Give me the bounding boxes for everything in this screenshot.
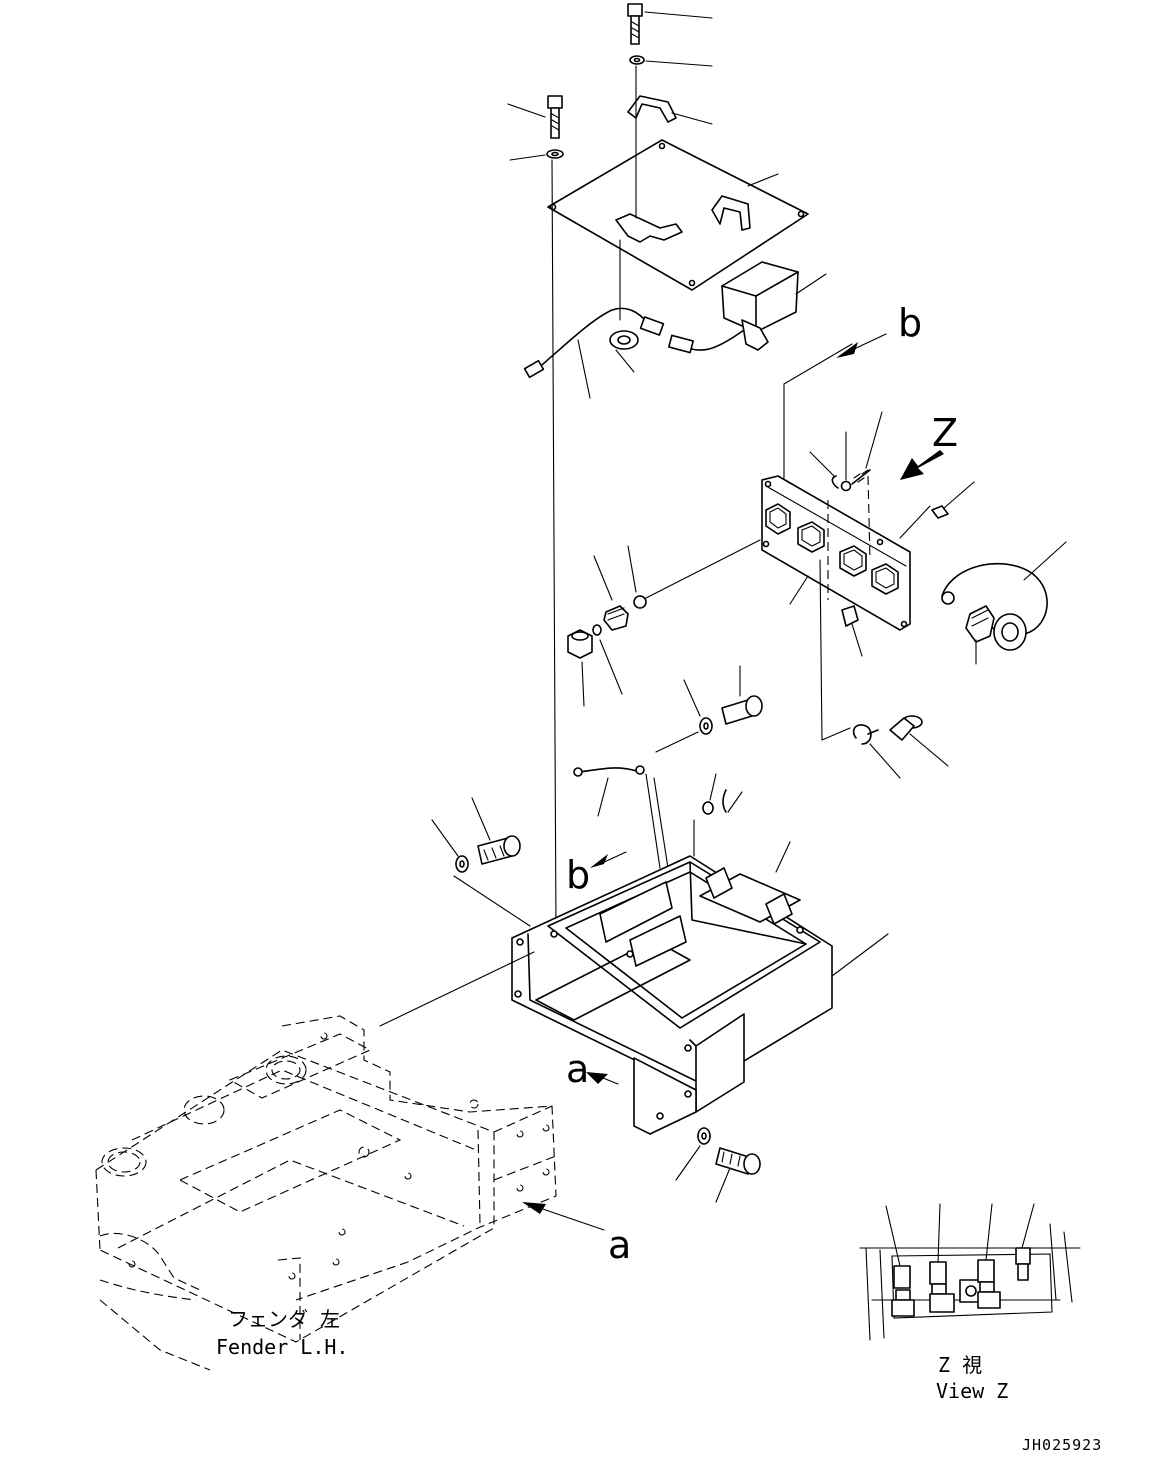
view-z-key: [959, 1279, 983, 1303]
key-switch-cap: [941, 541, 1067, 651]
cap-nut: [567, 629, 593, 707]
bottom-bolt: [715, 1147, 761, 1203]
switch-panel: [761, 475, 911, 631]
view-z-arrow-label: Z: [932, 411, 958, 455]
pilot-lamp: [627, 539, 761, 609]
rocker-switch-2: [797, 521, 825, 553]
bottom-washer: [675, 1127, 711, 1181]
horn: [721, 261, 827, 351]
cover-plate: [547, 139, 809, 291]
view-z-detail: [859, 1203, 1081, 1341]
arrow-a-upper: a: [566, 1047, 619, 1091]
left-bolt: [507, 95, 563, 139]
arrow-a-lower-label: a: [608, 1223, 631, 1267]
arrow-b-lower: b: [566, 851, 627, 897]
fender: [95, 951, 557, 1371]
mid-bolt: [721, 665, 763, 725]
arrow-a-upper-label: a: [566, 1047, 589, 1091]
rocker-switch-4: [871, 563, 899, 595]
mid-washer: [655, 679, 713, 753]
lower-left-washer: [431, 819, 531, 927]
small-nut: [693, 773, 743, 857]
clamp-bracket: [627, 95, 713, 125]
view-z-switch-2: [929, 1203, 955, 1313]
box-frame: [511, 841, 889, 1135]
grommet-plug: [889, 715, 949, 767]
arrow-b-lower-label: b: [566, 853, 590, 897]
key-switch-body: [965, 605, 995, 665]
rocker-switch-3: [839, 545, 867, 577]
drawing-number: JH025923: [1022, 1436, 1102, 1454]
lower-left-bolt: [471, 797, 521, 865]
view-z-switch-1: [885, 1205, 915, 1317]
view-z-switch-4: [1015, 1203, 1035, 1281]
view-label-jp: Z 視: [938, 1353, 982, 1377]
fender-label-jp: フェンダ 左: [228, 1307, 340, 1331]
wire-harness: [523, 307, 745, 399]
arrow-b-upper-label: b: [898, 301, 922, 345]
lamp-socket: [593, 555, 629, 631]
ground-cable: [573, 765, 669, 869]
view-z-arrow: Z: [900, 411, 958, 480]
rocker-switch-1: [765, 503, 791, 535]
view-z-switch-3: [977, 1203, 1001, 1309]
top-washer: [629, 55, 713, 67]
panel-screws: [809, 411, 975, 561]
leader-lines: [551, 65, 853, 931]
fender-label-en: Fender L.H.: [216, 1335, 348, 1359]
view-label-en: View Z: [936, 1379, 1008, 1403]
arrow-b-upper: b: [836, 301, 922, 358]
top-bolt: [627, 3, 713, 45]
lamp-bulb: [592, 624, 623, 695]
clip: [852, 724, 901, 779]
indicator-fitting: [819, 559, 863, 741]
left-washer: [509, 149, 564, 161]
arrow-a-lower: a: [522, 1202, 631, 1267]
